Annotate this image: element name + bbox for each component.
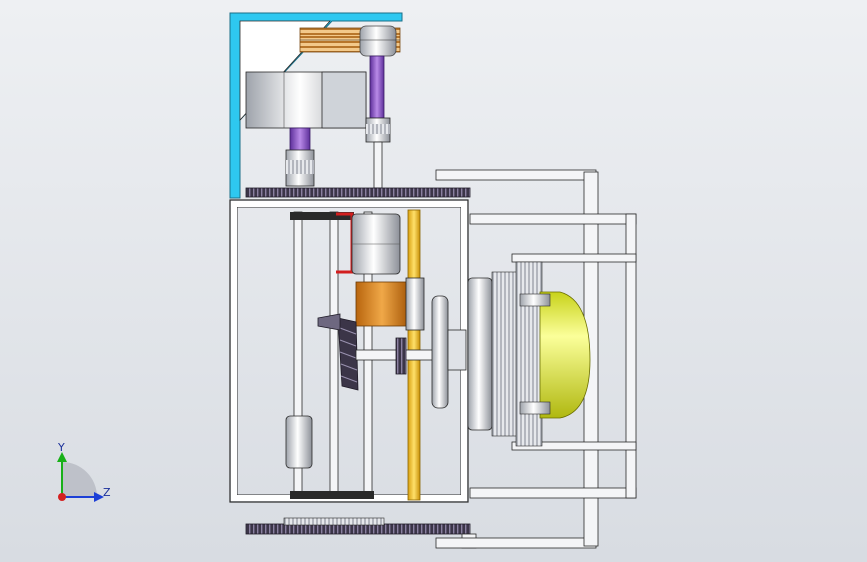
side-frame[interactable] <box>435 169 637 549</box>
brush-head[interactable] <box>467 261 543 447</box>
left-drive-shaft[interactable] <box>285 127 315 187</box>
y-axis-label: Y <box>58 441 65 454</box>
z-axis-label: Z <box>103 486 111 499</box>
disc-plate[interactable] <box>431 295 467 409</box>
axis-triad <box>57 452 104 502</box>
orange-motor[interactable] <box>355 277 425 331</box>
helical-gear[interactable] <box>317 313 359 391</box>
lower-cylinder[interactable] <box>285 415 313 469</box>
inner-cylinder[interactable] <box>351 213 401 275</box>
belt-drive[interactable] <box>299 25 401 57</box>
right-drive-shaft[interactable] <box>365 55 391 189</box>
yellow-drum[interactable] <box>519 291 591 419</box>
upper-motor-housing[interactable] <box>245 71 367 129</box>
top-gear-rack[interactable] <box>245 187 471 198</box>
